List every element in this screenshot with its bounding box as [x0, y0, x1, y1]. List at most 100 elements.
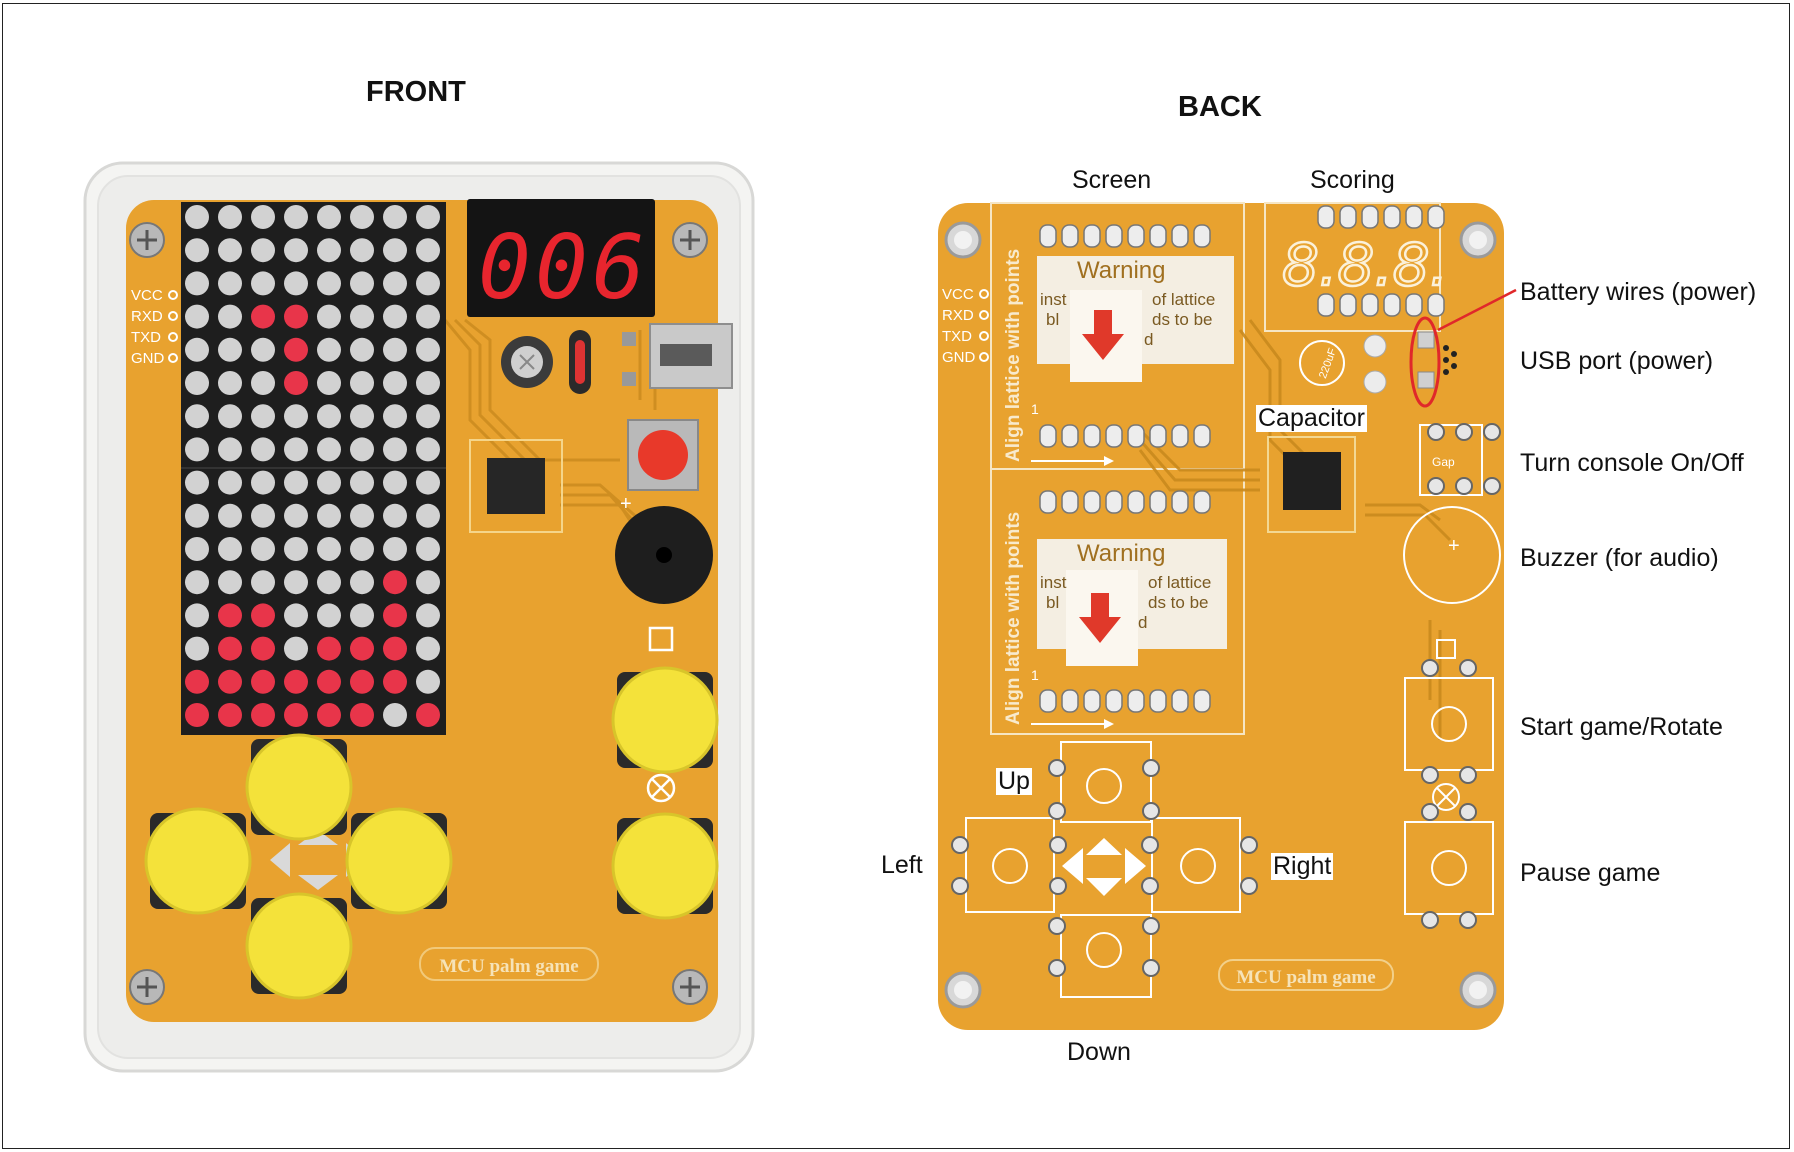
header-pad	[1150, 491, 1166, 513]
header-pad	[1362, 294, 1378, 316]
solder-pad	[1050, 878, 1066, 894]
header-pad	[1106, 225, 1122, 247]
header-pad	[1040, 425, 1056, 447]
header-pad	[1172, 425, 1188, 447]
header-pad	[1172, 690, 1188, 712]
svg-text:Warning: Warning	[1077, 540, 1165, 567]
header-pad	[1062, 690, 1078, 712]
header-pad	[1040, 491, 1056, 513]
label-battery: Battery wires (power)	[1520, 280, 1756, 305]
solder-pad	[1143, 760, 1159, 776]
solder-pad	[1422, 804, 1438, 820]
svg-text:Gap: Gap	[1432, 455, 1455, 469]
solder-pad	[1050, 837, 1066, 853]
solder-pad	[1428, 424, 1444, 440]
solder-pad	[1460, 912, 1476, 928]
header-pad	[1062, 425, 1078, 447]
header-pad	[1084, 690, 1100, 712]
solder-pad	[1142, 837, 1158, 853]
solder-pad	[1143, 918, 1159, 934]
svg-text:Warning: Warning	[1077, 257, 1165, 284]
solder-pad	[1422, 912, 1438, 928]
svg-text:ds to be: ds to be	[1152, 310, 1213, 329]
header-pad	[1040, 690, 1056, 712]
header-pad	[1340, 206, 1356, 228]
svg-text:bl: bl	[1046, 593, 1059, 612]
header-pad	[1040, 225, 1056, 247]
solder-pad	[1241, 837, 1257, 853]
solder-pad	[1143, 803, 1159, 819]
label-usb: USB port (power)	[1520, 349, 1713, 374]
label-power-switch: Turn console On/Off	[1520, 451, 1744, 476]
back-pin-rxd: RXD	[942, 307, 974, 324]
back-mcu-chip	[1283, 452, 1341, 510]
solder-pad	[1422, 767, 1438, 783]
svg-text:d: d	[1144, 330, 1153, 349]
solder-pad	[1422, 660, 1438, 676]
solder-pad	[952, 837, 968, 853]
label-capacitor: Capacitor	[1256, 405, 1367, 432]
label-left: Left	[881, 853, 923, 878]
back-pin-txd: TXD	[942, 328, 972, 345]
label-down: Down	[1067, 1040, 1131, 1065]
solder-pad	[952, 878, 968, 894]
solder-pad	[1142, 878, 1158, 894]
header-pad	[1128, 690, 1144, 712]
label-up: Up	[996, 768, 1032, 795]
solder-pad	[1460, 767, 1476, 783]
solder-pad	[1143, 960, 1159, 976]
svg-text:of lattice: of lattice	[1152, 290, 1215, 309]
warning-sticker-bottom: Warning inst of lattice bl ds to be d	[1037, 539, 1227, 666]
label-start: Start game/Rotate	[1520, 715, 1723, 740]
solder-pad	[1460, 660, 1476, 676]
header-pad	[1128, 491, 1144, 513]
header-pad	[1340, 294, 1356, 316]
svg-text:inst: inst	[1040, 290, 1067, 309]
solder-pad	[1456, 424, 1472, 440]
header-pad	[1194, 491, 1210, 513]
header-pad	[1150, 690, 1166, 712]
back-pin-vcc: VCC	[942, 286, 974, 303]
solder-pad	[1049, 803, 1065, 819]
header-pad	[1428, 294, 1444, 316]
back-pin-gnd: GND	[942, 349, 976, 366]
header-pad	[1106, 425, 1122, 447]
header-pad	[1062, 491, 1078, 513]
solder-pad	[1049, 918, 1065, 934]
header-pad	[1384, 206, 1400, 228]
header-pad	[1106, 690, 1122, 712]
solder-pad	[1484, 478, 1500, 494]
label-scoring: Scoring	[1310, 168, 1395, 193]
header-pad	[1194, 425, 1210, 447]
header-pad	[1406, 206, 1422, 228]
header-pad	[1150, 425, 1166, 447]
solder-pad	[1049, 760, 1065, 776]
header-pad	[1428, 206, 1444, 228]
solder-pad	[1484, 424, 1500, 440]
align-text-top: Align lattice with points	[1003, 249, 1024, 462]
header-pad	[1194, 225, 1210, 247]
svg-text:inst: inst	[1040, 573, 1067, 592]
label-buzzer: Buzzer (for audio)	[1520, 546, 1719, 571]
solder-pad	[1428, 478, 1444, 494]
label-pause: Pause game	[1520, 861, 1660, 886]
svg-text:of lattice: of lattice	[1148, 573, 1211, 592]
svg-text:1: 1	[1031, 667, 1039, 683]
solder-pad	[1241, 878, 1257, 894]
header-pad	[1172, 491, 1188, 513]
solder-pad	[1456, 478, 1472, 494]
header-pad	[1084, 425, 1100, 447]
warning-sticker-top: Warning inst of lattice bl ds to be d	[1037, 256, 1234, 382]
svg-text:+: +	[1448, 535, 1460, 557]
header-pad	[1406, 294, 1422, 316]
seg-ghost: 8.8.8.	[1282, 231, 1448, 299]
header-pad	[1194, 690, 1210, 712]
svg-text:d: d	[1138, 613, 1147, 632]
solder-pad	[1049, 960, 1065, 976]
header-pad	[1150, 225, 1166, 247]
header-pad	[1172, 225, 1188, 247]
label-screen: Screen	[1072, 168, 1151, 193]
header-pad	[1362, 206, 1378, 228]
back-brand: MCU palm game	[1236, 967, 1375, 988]
